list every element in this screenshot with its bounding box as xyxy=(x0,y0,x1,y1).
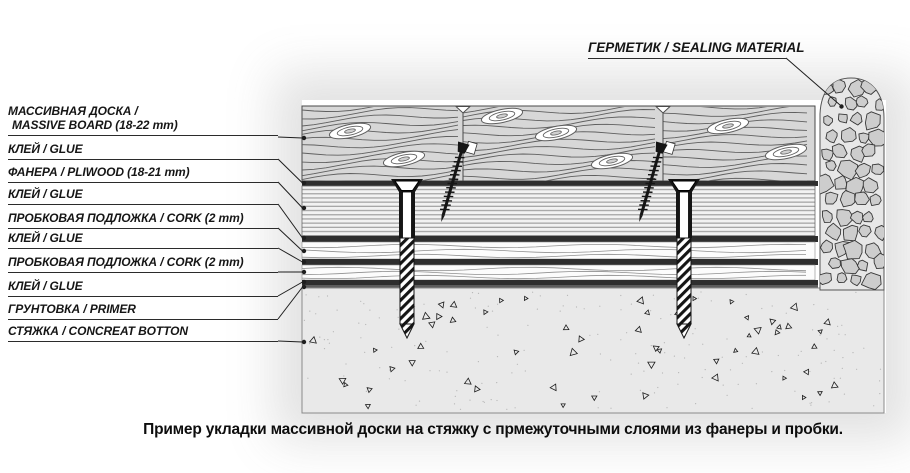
cork-layer-1 xyxy=(301,241,816,260)
layer-label-glue-1: КЛЕЙ / GLUE xyxy=(8,142,278,160)
layer-label-text: КЛЕЙ / GLUE xyxy=(8,142,83,156)
layer-label-cork-2: ПРОБКОВАЯ ПОДЛОЖКА / CORK (2 mm) xyxy=(8,255,278,273)
layer-label-screed: СТЯЖКА / CONCREAT BOTTON xyxy=(8,324,278,342)
sealant-column xyxy=(819,77,885,291)
layer-label-glue-2: КЛЕЙ / GLUE xyxy=(8,187,278,205)
plywood-layer xyxy=(301,185,816,237)
figure-caption: Пример укладки массивной доски на стяжку… xyxy=(143,421,843,438)
concrete-screed-layer xyxy=(301,287,885,414)
diagonal-screw-2 xyxy=(638,140,676,222)
glue-line-2 xyxy=(302,236,818,242)
wood-knot xyxy=(764,143,808,161)
layer-label-plywood: ФАНЕРА / PLIWOOD (18-21 mm) xyxy=(8,165,278,183)
layer-label-text: ПРОБКОВАЯ ПОДЛОЖКА / CORK (2 mm) xyxy=(8,255,244,269)
massive-board-layer xyxy=(301,105,816,182)
layer-label-text: ПРОБКОВАЯ ПОДЛОЖКА / CORK (2 mm) xyxy=(8,211,244,225)
wood-knot xyxy=(534,124,578,142)
wood-knot xyxy=(706,117,750,135)
layer-label-massive-board: МАССИВНАЯ ДОСКА /MASSIVE BOARD (18-22 mm… xyxy=(8,104,278,136)
cork-layer-2 xyxy=(301,264,816,281)
layer-label-text: КЛЕЙ / GLUE xyxy=(8,187,83,201)
vertical-screw-2 xyxy=(668,179,700,340)
sealant-label: ГЕРМЕТИК / SEALING MATERIAL xyxy=(588,40,805,59)
layer-label-glue-3: КЛЕЙ / GLUE xyxy=(8,231,278,249)
diagonal-screw-1 xyxy=(440,140,478,222)
glue-line-4 xyxy=(302,280,818,285)
leader-lines xyxy=(277,57,844,345)
layer-label-text: СТЯЖКА / CONCREAT BOTTON xyxy=(8,324,188,338)
layer-label-text: КЛЕЙ / GLUE xyxy=(8,231,83,245)
glue-line-3 xyxy=(302,259,818,265)
wood-knot xyxy=(480,107,524,125)
layer-label-text-line2: MASSIVE BOARD (18-22 mm) xyxy=(12,118,178,132)
layer-label-primer: ГРУНТОВКА / PRIMER xyxy=(8,302,278,320)
primer-line xyxy=(302,285,818,288)
layer-label-text: ФАНЕРА / PLIWOOD (18-21 mm) xyxy=(8,165,190,179)
layer-label-text: ГРУНТОВКА / PRIMER xyxy=(8,302,136,316)
layer-label-text: КЛЕЙ / GLUE xyxy=(8,279,83,293)
layer-label-text: МАССИВНАЯ ДОСКА / xyxy=(8,104,138,118)
vertical-screw-1 xyxy=(391,179,423,340)
wood-knot xyxy=(328,122,372,140)
glue-line-1 xyxy=(302,181,818,186)
wood-knot xyxy=(382,150,426,168)
wood-knot xyxy=(590,152,634,170)
layer-label-cork-1: ПРОБКОВАЯ ПОДЛОЖКА / CORK (2 mm) xyxy=(8,211,278,229)
layer-label-glue-4: КЛЕЙ / GLUE xyxy=(8,279,278,297)
